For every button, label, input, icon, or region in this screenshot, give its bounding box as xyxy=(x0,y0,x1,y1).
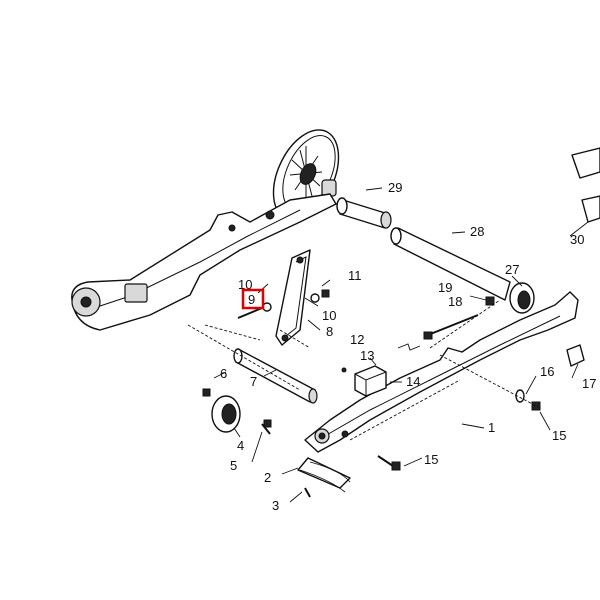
callout-15-bottom: 15 xyxy=(424,452,438,467)
callout-2: 2 xyxy=(264,470,271,485)
part-13-block xyxy=(341,365,387,397)
callout-17: 17 xyxy=(582,376,596,391)
leader-lines xyxy=(187,187,589,503)
part-15-bolt xyxy=(377,455,401,471)
callout-10-right: 10 xyxy=(322,308,336,323)
part-30-panel xyxy=(571,147,600,223)
part-28-shaft xyxy=(390,227,511,301)
callout-1: 1 xyxy=(488,420,495,435)
callout-4: 4 xyxy=(237,438,244,453)
callout-8: 8 xyxy=(326,324,333,339)
callout-13: 13 xyxy=(360,348,374,363)
part-5-bolt xyxy=(261,419,272,435)
callout-16: 16 xyxy=(540,364,554,379)
callout-14: 14 xyxy=(406,374,420,389)
callout-3: 3 xyxy=(272,498,279,513)
callout-7: 7 xyxy=(250,374,257,389)
upper-rail xyxy=(71,193,337,331)
part-9-10-hardware xyxy=(237,289,330,319)
callout-10-top: 10 xyxy=(238,277,252,292)
part-17-cap xyxy=(566,344,585,367)
callout-30: 30 xyxy=(570,232,584,247)
callout-18: 18 xyxy=(448,294,462,309)
part-3-screw xyxy=(304,487,311,498)
callout-19: 19 xyxy=(438,280,452,295)
callout-6: 6 xyxy=(220,366,227,381)
part-2-slider xyxy=(297,457,351,489)
callout-15-right: 15 xyxy=(552,428,566,443)
drive-wheel xyxy=(272,129,340,221)
part-4-wheel xyxy=(211,395,241,433)
callout-27: 27 xyxy=(505,262,519,277)
part-27-wheel xyxy=(509,282,535,314)
part-8-belt xyxy=(275,249,311,346)
part-16-washer xyxy=(515,389,541,411)
part-29-shaft xyxy=(336,197,392,229)
highlight-box xyxy=(241,288,265,310)
callout-29: 29 xyxy=(388,180,402,195)
callout-11: 11 xyxy=(348,268,362,283)
part-6-nut xyxy=(202,388,211,397)
callout-28: 28 xyxy=(470,224,484,239)
callout-labels: 29 28 30 27 11 10 9 10 8 19 18 12 13 6 7… xyxy=(220,180,596,513)
callout-5: 5 xyxy=(230,458,237,473)
callout-9: 9 xyxy=(248,292,255,307)
callout-12: 12 xyxy=(350,332,364,347)
part-1-lower-rail xyxy=(304,291,579,453)
part-18-bolt xyxy=(423,296,495,340)
